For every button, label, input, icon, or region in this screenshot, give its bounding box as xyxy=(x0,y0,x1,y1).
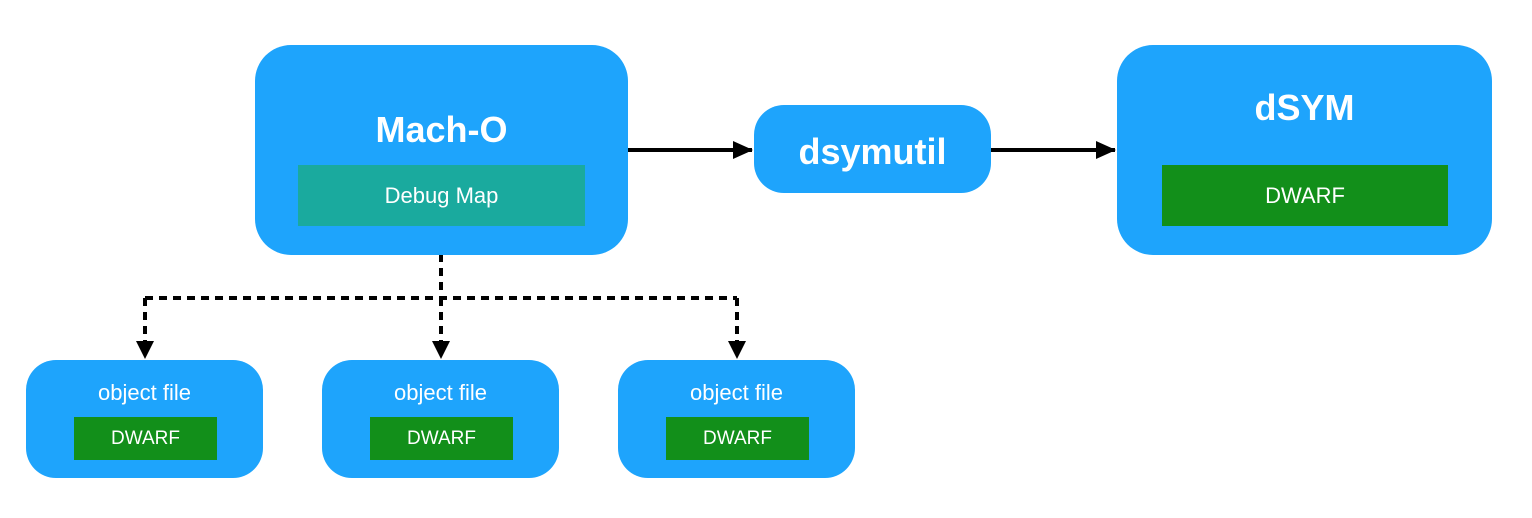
object-file-title: object file xyxy=(690,380,783,405)
object-file-dwarf-box: DWARF xyxy=(74,417,217,460)
object-file-node-3: object file DWARF xyxy=(618,360,855,478)
object-file-title: object file xyxy=(98,380,191,405)
object-file-dwarf-box: DWARF xyxy=(666,417,809,460)
object-file-node-2: object file DWARF xyxy=(322,360,559,478)
object-file-title: object file xyxy=(394,380,487,405)
object-file-dwarf-box: DWARF xyxy=(370,417,513,460)
debug-map-box: Debug Map xyxy=(298,165,585,226)
dsymutil-title: dsymutil xyxy=(798,131,947,172)
debug-map-links xyxy=(143,226,739,342)
dsym-dwarf-box: DWARF xyxy=(1162,165,1448,226)
arrowhead-object-file-1 xyxy=(136,341,154,359)
object-file-node-1: object file DWARF xyxy=(26,360,263,478)
macho-node: Mach-O Debug Map xyxy=(255,45,628,255)
dsym-title: dSYM xyxy=(1254,87,1355,128)
arrowhead-object-file-2 xyxy=(432,341,450,359)
dsymutil-node: dsymutil xyxy=(754,105,991,193)
arrowhead-object-file-3 xyxy=(728,341,746,359)
dsym-node: dSYM DWARF xyxy=(1117,45,1492,255)
macho-title: Mach-O xyxy=(375,109,508,150)
